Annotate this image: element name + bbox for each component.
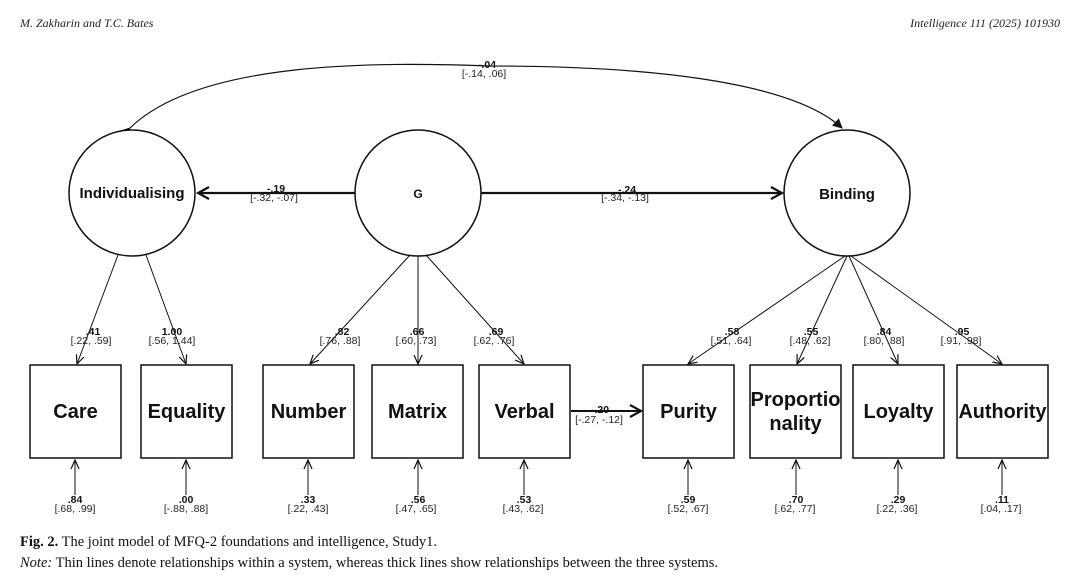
indicator-box-purity (642, 364, 735, 459)
loading-coef-number: .82 (335, 326, 350, 338)
indicator-box-loyalty (852, 364, 945, 459)
indicator-label-proportionality-line2: nality (769, 413, 822, 435)
figure-title-text: The joint model of MFQ-2 foundations and… (58, 534, 437, 550)
residual-ci-care: [.68, .99] (55, 503, 96, 515)
indicator-box-care (29, 364, 122, 459)
indicator-box-number (262, 364, 355, 459)
latent-label-binding: Binding (819, 186, 875, 203)
loading-ci-equality: [.56, 1.44] (149, 335, 196, 347)
residual-ci-number: [.22, .43] (288, 503, 329, 515)
residual-coef-authority: .11 (995, 494, 1009, 506)
running-header-journal: Intelligence 111 (2025) 101930 (910, 16, 1060, 30)
note-label: Note: (20, 555, 53, 571)
path-ci-verbal-purity: [-.27, -.12] (575, 414, 623, 426)
residual-coef-purity: .59 (681, 494, 696, 506)
indicator-label-equality: Equality (148, 401, 227, 423)
loading-coef-verbal: .69 (489, 326, 504, 338)
figure-label: Fig. 2. (20, 534, 59, 550)
residual-coef-matrix: .56 (411, 494, 426, 506)
loading-coef-matrix: .66 (410, 326, 425, 338)
residual-coef-verbal: .53 (517, 494, 532, 506)
loading-ci-purity: [.51, .64] (711, 335, 752, 347)
sem-diagram: -.04 [-.14, .06] Individualising G Bindi… (29, 59, 1049, 515)
covariance-arc-individualising-binding (120, 63, 843, 138)
indicator-label-matrix: Matrix (388, 401, 447, 423)
residual-ci-equality: [-.88, .88] (164, 503, 208, 515)
loading-line-loyalty (848, 255, 898, 364)
path-coef-g-ind: -.19 (267, 183, 285, 195)
residual-coef-number: .33 (301, 494, 316, 506)
residual-coef-loyalty: .29 (891, 494, 906, 506)
loading-ci-care: [.22, .59] (71, 335, 112, 347)
indicator-box-equality (140, 364, 233, 459)
loading-coef-loyalty: .84 (877, 326, 892, 338)
loading-coef-care: .41 (86, 326, 101, 338)
loading-line-care (77, 254, 119, 364)
residual-ci-purity: [.52, .67] (668, 503, 709, 515)
loading-ci-number: [.76, .88] (320, 335, 361, 347)
loading-line-authority (850, 255, 1002, 364)
residual-coef-care: .84 (68, 494, 83, 506)
path-coef-ind-binding: -.04 (478, 59, 496, 71)
loading-line-proportionality (797, 255, 848, 364)
path-ci-ind-binding: [-.14, .06] (462, 68, 506, 80)
loading-ci-matrix: [.60, .73] (396, 335, 437, 347)
note-text: Thin lines denote relationships within a… (52, 555, 719, 571)
running-header-authors: M. Zakharin and T.C. Bates (20, 16, 154, 30)
caption-title-line: Fig. 2. The joint model of MFQ-2 foundat… (20, 532, 718, 553)
indicator-label-care: Care (53, 401, 97, 423)
residual-coef-equality: .00 (179, 494, 194, 506)
latent-label-individualising: Individualising (79, 185, 184, 202)
indicator-box-matrix (371, 364, 464, 459)
loading-coef-authority: .95 (955, 326, 970, 338)
path-coef-verbal-purity: -.20 (591, 404, 609, 416)
indicator-box-proportionality (749, 364, 842, 459)
loading-ci-proportionality: [.48, .62] (790, 335, 831, 347)
indicator-label-authority: Authority (959, 401, 1048, 423)
residual-coef-proportionality: .70 (789, 494, 804, 506)
loading-coef-proportionality: .55 (804, 326, 819, 338)
indicator-label-number: Number (271, 401, 347, 423)
indicator-label-verbal: Verbal (494, 401, 554, 423)
path-coef-g-binding: -.24 (618, 184, 636, 196)
indicator-label-loyalty: Loyalty (863, 401, 934, 423)
indicator-box-verbal (478, 364, 571, 459)
loading-coef-purity: .58 (725, 326, 740, 338)
loading-line-number (310, 254, 411, 364)
loading-ci-verbal: [.62, .76] (474, 335, 515, 347)
caption-note-line: Note: Thin lines denote relationships wi… (20, 553, 718, 574)
indicator-box-authority (956, 364, 1049, 459)
loading-line-purity (688, 255, 846, 364)
loading-ci-loyalty: [.80, .88] (864, 335, 905, 347)
indicator-label-purity: Purity (660, 401, 718, 423)
indicator-label-proportionality-line1: Proportio (751, 389, 841, 411)
loading-line-equality (145, 254, 186, 364)
path-ci-g-binding: [-.34, -.13] (601, 192, 649, 204)
loading-coef-equality: 1.00 (162, 326, 183, 338)
loading-ci-authority: [.91, .98] (941, 335, 982, 347)
residual-ci-loyalty: [.22, .36] (877, 503, 918, 515)
latent-label-g: G (413, 187, 422, 201)
loading-line-verbal (425, 254, 524, 364)
residual-ci-verbal: [.43, .62] (503, 503, 544, 515)
residual-ci-authority: [.04, .17] (981, 503, 1022, 515)
path-ci-g-ind: [-.32, -.07] (250, 192, 298, 204)
residual-ci-matrix: [.47, .65] (396, 503, 437, 515)
latent-individualising (68, 129, 196, 257)
figure-caption: Fig. 2. The joint model of MFQ-2 foundat… (20, 532, 718, 574)
residual-ci-proportionality: [.62, .77] (775, 503, 816, 515)
